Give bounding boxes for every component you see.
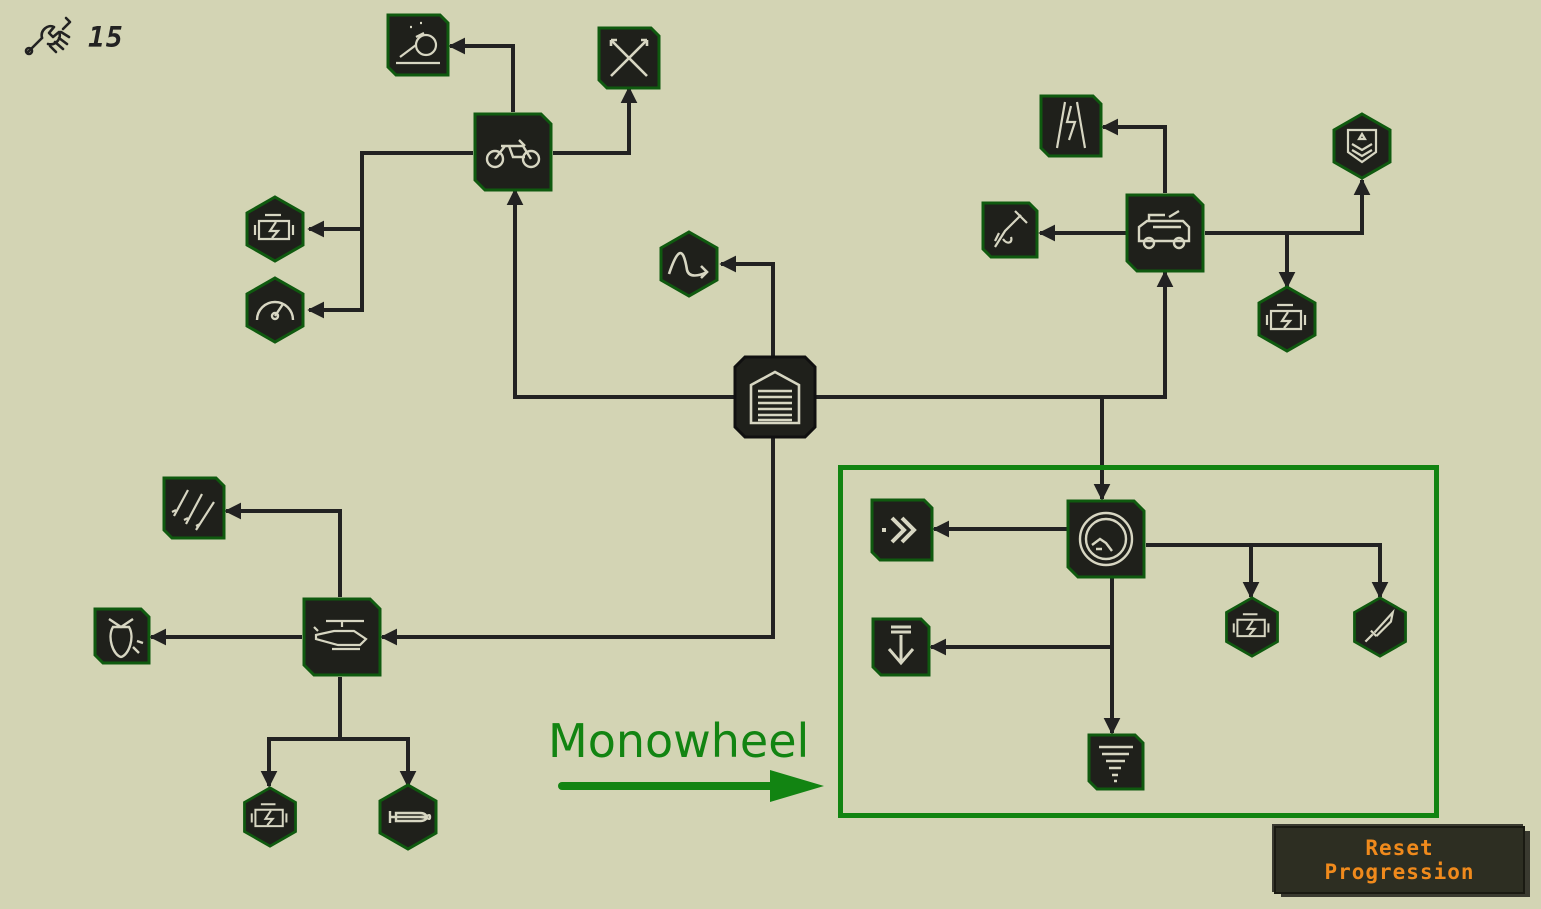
- upgrade-points-counter: 15: [22, 14, 124, 60]
- node-speedometer[interactable]: [241, 276, 309, 344]
- node-crossed-bullets[interactable]: [597, 26, 661, 90]
- garage-door-icon: [749, 370, 801, 425]
- node-rank-badge[interactable]: [1328, 112, 1396, 180]
- node-wheelie-ramp[interactable]: [386, 13, 450, 77]
- wrench-hand-icon: [22, 12, 74, 62]
- tornado-icon: [1099, 745, 1133, 783]
- node-monowheel-engine[interactable]: [1221, 596, 1283, 658]
- reset-button-line2: Progression: [1324, 860, 1475, 884]
- drop-down-arrow-icon: [887, 625, 915, 666]
- node-graph-jump[interactable]: [655, 230, 723, 298]
- road-lightning-icon: [1055, 101, 1087, 149]
- right-arrow-icon: [556, 766, 828, 810]
- crossed-bullets-icon: [609, 38, 649, 77]
- reset-button-line1: Reset: [1365, 836, 1434, 860]
- node-missile-salvo[interactable]: [162, 476, 226, 540]
- monowheel-branch-highlight: [838, 465, 1439, 818]
- node-dash-chevrons[interactable]: [870, 498, 934, 562]
- graph-jump-icon: [667, 251, 709, 279]
- rank-badge-icon: [1346, 128, 1378, 164]
- node-motorcycle[interactable]: [473, 112, 553, 192]
- node-attack-helicopter[interactable]: [302, 597, 382, 677]
- torpedo-icon: [388, 811, 432, 823]
- speedometer-icon: [255, 300, 295, 321]
- node-armored-truck[interactable]: [1125, 193, 1205, 273]
- reset-progression-button[interactable]: Reset Progression: [1274, 826, 1525, 894]
- node-road-lightning[interactable]: [1039, 94, 1103, 158]
- monowheel-icon: [1078, 511, 1134, 567]
- node-flamethrower[interactable]: [981, 201, 1039, 259]
- engine-power-icon: [250, 803, 288, 828]
- engine-power-icon: [1265, 303, 1307, 331]
- node-tornado[interactable]: [1087, 733, 1145, 791]
- node-bomb-drop[interactable]: [93, 607, 151, 665]
- monowheel-annotation-label: Monowheel: [548, 714, 810, 768]
- motorcycle-icon: [485, 139, 541, 169]
- dash-chevrons-icon: [882, 516, 917, 544]
- flamethrower-icon: [994, 210, 1028, 248]
- wheelie-ramp-icon: [396, 21, 440, 65]
- node-helicopter-engine[interactable]: [239, 786, 301, 848]
- node-monowheel[interactable]: [1066, 499, 1146, 579]
- bomb-drop-icon: [108, 618, 144, 659]
- node-combat-knife[interactable]: [1349, 596, 1411, 658]
- engine-power-icon: [253, 213, 295, 241]
- engine-power-icon: [1232, 613, 1270, 638]
- attack-helicopter-icon: [313, 619, 368, 651]
- node-garage-root[interactable]: [733, 355, 817, 439]
- node-motorcycle-engine[interactable]: [241, 195, 309, 263]
- node-torpedo[interactable]: [374, 783, 442, 851]
- armored-truck-icon: [1137, 209, 1191, 250]
- upgrade-points-value: 15: [88, 20, 124, 54]
- node-truck-engine[interactable]: [1253, 285, 1321, 353]
- node-drop-down-arrow[interactable]: [871, 617, 931, 677]
- missile-salvo-icon: [171, 489, 215, 531]
- combat-knife-icon: [1364, 608, 1395, 643]
